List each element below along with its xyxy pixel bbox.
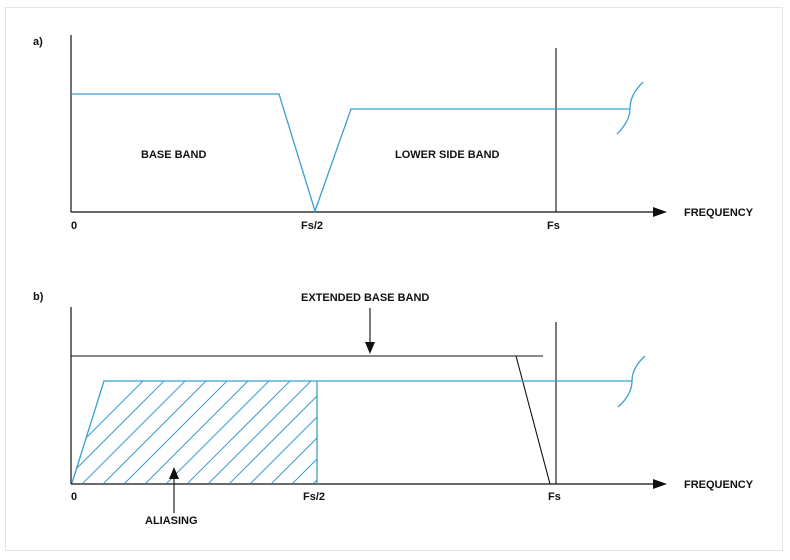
hatch-line xyxy=(249,381,317,483)
hatch-line xyxy=(72,381,165,483)
panel-b-x-arrowhead xyxy=(653,479,667,489)
hatch-line xyxy=(186,381,291,483)
hatch-line xyxy=(102,381,207,483)
aliasing-hatch xyxy=(72,381,458,484)
hatch-line xyxy=(355,381,458,484)
hatch-line xyxy=(144,381,249,483)
panel-a: a) BASE BAND LOWER SIDE BAND 0 Fs/2 Fs F… xyxy=(33,35,754,232)
panel-a-tick-fs-half: Fs/2 xyxy=(301,220,323,232)
panel-a-x-arrowhead xyxy=(653,207,667,217)
diagram-frame xyxy=(5,7,783,551)
panel-b-frequency-label: FREQUENCY xyxy=(684,479,754,491)
hatch-line xyxy=(207,381,312,483)
lower-side-band-label: LOWER SIDE BAND xyxy=(395,149,500,161)
hatch-line xyxy=(312,381,317,483)
panel-b-tick-0: 0 xyxy=(71,491,77,503)
panel-a-frequency-label: FREQUENCY xyxy=(684,207,754,219)
panel-a-tick-fs: Fs xyxy=(547,220,560,232)
extended-base-band-label: EXTENDED BASE BAND xyxy=(301,292,429,304)
base-band-label: BASE BAND xyxy=(141,149,206,161)
extended-base-band-arrowhead xyxy=(365,342,375,354)
panel-b-break-mark xyxy=(617,355,646,408)
panel-a-tag: a) xyxy=(33,36,43,48)
panel-b-tick-fs: Fs xyxy=(548,491,561,503)
hatch-line xyxy=(165,381,270,483)
panel-b-tag: b) xyxy=(33,291,44,303)
hatch-line xyxy=(228,381,317,483)
extended-base-band-rolloff xyxy=(515,355,551,485)
aliasing-arrowhead xyxy=(169,467,179,479)
panel-b-tick-fs-half: Fs/2 xyxy=(303,491,325,503)
aliasing-label: ALIASING xyxy=(145,515,198,527)
panel-b: b) EXTENDED BASE BAND ALIASING 0 Fs/2 Fs… xyxy=(33,291,754,527)
hatch-line xyxy=(270,381,317,483)
hatch-line xyxy=(334,381,437,484)
hatch-line xyxy=(123,381,228,483)
panel-a-tick-0: 0 xyxy=(71,220,77,232)
panel-a-break-mark xyxy=(616,81,644,135)
panel-b-spectrum-curve xyxy=(71,380,632,484)
hatch-line xyxy=(291,381,317,483)
hatch-line xyxy=(81,381,186,483)
hatch-line xyxy=(72,381,144,483)
panel-a-spectrum-curve xyxy=(71,93,630,214)
